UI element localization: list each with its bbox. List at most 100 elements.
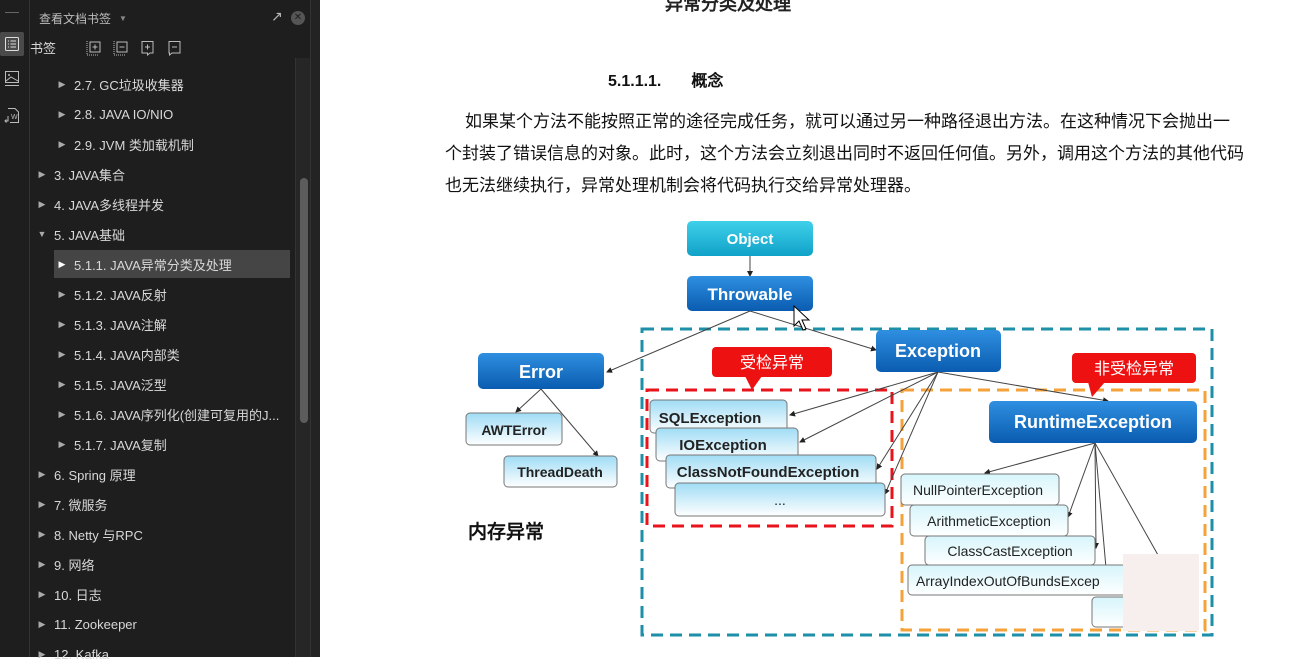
awterror-node: AWTError xyxy=(465,412,563,446)
image-icon[interactable] xyxy=(0,67,24,91)
bookmark-item-row[interactable]: ▶ 4. JAVA多线程并发 xyxy=(34,190,170,218)
bookmark-item-row[interactable]: ▶2.7. GC垃圾收集器 xyxy=(54,70,190,98)
bookmark-item-row[interactable]: ▶ 9. 网络 xyxy=(34,550,100,578)
collapsed-triangle-icon[interactable]: ▶ xyxy=(38,618,46,629)
bookmark-item[interactable]: ▶ 2.8. JAVA IO/NIO xyxy=(30,99,290,129)
bookmark-item[interactable]: ▶ 11. Zookeeper xyxy=(30,609,290,639)
collapsed-triangle-icon[interactable]: ▶ xyxy=(58,108,66,119)
collapsed-triangle-icon[interactable]: ▶ xyxy=(38,168,46,179)
bookmark-item-row[interactable]: ▶5.1.4. JAVA内部类 xyxy=(54,340,186,368)
bookmark-panel: 查看文档书签 ▼ ↗ ✕ 书签 ▶2.7. GC垃圾收集器▶2.8. JAVA … xyxy=(30,0,311,662)
undock-arrow-icon[interactable]: ↗ xyxy=(271,8,283,24)
bookmark-item-row[interactable]: ▶2.9. JVM 类加载机制 xyxy=(54,130,200,158)
threaddeath-node: ThreadDeath xyxy=(503,455,618,488)
bookmark-item-label: 2.8. JAVA IO/NIO xyxy=(74,106,174,122)
collapsed-triangle-icon[interactable]: ▶ xyxy=(38,588,46,599)
bookmark-item-row[interactable]: ▶5.1.3. JAVA注解 xyxy=(54,310,173,338)
collapsed-triangle-icon[interactable]: ▶ xyxy=(38,528,46,539)
bookmark-item[interactable]: ▶ 6. Spring 原理 xyxy=(30,459,290,489)
collapsed-triangle-icon[interactable]: ▶ xyxy=(58,288,66,299)
connector xyxy=(1094,442,1107,569)
connector xyxy=(1094,442,1159,556)
bookmark-item[interactable]: ▶ 5.1.1. JAVA异常分类及处理 xyxy=(30,249,290,279)
bookmark-item[interactable]: ▶5.1.4. JAVA内部类 xyxy=(30,339,290,369)
bookmark-item-row[interactable]: ▶5.1.7. JAVA复制 xyxy=(54,430,173,458)
bookmark-item-label: 11. Zookeeper xyxy=(54,616,137,632)
memory-exception-label: 内存异常 xyxy=(468,520,544,543)
bookmark-item-label: 5.1.6. JAVA序列化(创建可复用的J... xyxy=(74,407,280,423)
collapsed-triangle-icon[interactable]: ▶ xyxy=(58,138,66,149)
panel-splitter[interactable] xyxy=(310,0,321,657)
bookmark-item[interactable]: ▼5. JAVA基础 xyxy=(30,219,290,249)
bookmark-item-row[interactable]: ▶5.1.5. JAVA泛型 xyxy=(54,370,173,398)
bookmark-item[interactable]: ▶10. 日志 xyxy=(30,579,290,609)
body-paragraph: 如果某个方法不能按照正常的途径完成任务，就可以通过另一种路径退出方法。在这种情况… xyxy=(445,106,1245,202)
bookmark-item[interactable]: ▶2.7. GC垃圾收集器 xyxy=(30,69,290,99)
expanded-triangle-icon[interactable]: ▼ xyxy=(37,229,47,239)
collapsed-triangle-icon[interactable]: ▶ xyxy=(58,78,66,89)
bookmark-item[interactable]: ▶7. 微服务 xyxy=(30,489,290,519)
throwable-label: Throwable xyxy=(707,285,792,304)
collapsed-triangle-icon[interactable]: ▶ xyxy=(38,498,46,509)
collapsed-triangle-icon[interactable]: ▶ xyxy=(58,438,66,449)
bookmark-scrollbar[interactable] xyxy=(295,58,311,657)
bookmark-item-row[interactable]: ▶12. Kafka xyxy=(34,640,115,668)
bookmark-item-row[interactable]: ▶7. 微服务 xyxy=(34,490,113,518)
bookmark-item-label: 4. JAVA多线程并发 xyxy=(54,197,165,213)
icon-rail: W xyxy=(0,0,30,657)
arithmeticexception-label: ArithmeticException xyxy=(927,513,1051,529)
error-label: Error xyxy=(519,362,563,382)
bookmark-item[interactable]: ▶3. JAVA集合 xyxy=(30,159,290,189)
collapsed-triangle-icon[interactable]: ▶ xyxy=(58,348,66,359)
collapsed-triangle-icon[interactable]: ▶ xyxy=(38,648,46,659)
collapsed-triangle-icon[interactable]: ▶ xyxy=(38,468,46,479)
bookmark-item-row[interactable]: ▶ 5.1.1. JAVA异常分类及处理 xyxy=(54,250,290,278)
export-word-icon[interactable]: W xyxy=(0,104,24,128)
remove-bookmark-icon[interactable] xyxy=(166,40,184,56)
classcastexception-node: ClassCastException xyxy=(924,535,1096,566)
bookmark-item-row[interactable]: ▶ 5.1.6. JAVA序列化(创建可复用的J... xyxy=(54,400,285,428)
object-label: Object xyxy=(727,231,774,248)
collapsed-triangle-icon[interactable]: ▶ xyxy=(58,258,66,269)
collapsed-triangle-icon[interactable]: ▶ xyxy=(38,558,46,569)
collapsed-triangle-icon[interactable]: ▶ xyxy=(38,198,46,209)
more-checked-node: ... xyxy=(674,482,886,517)
bookmark-item[interactable]: ▶2.9. JVM 类加载机制 xyxy=(30,129,290,159)
bookmark-item-label: 5.1.1. JAVA异常分类及处理 xyxy=(74,257,232,273)
bookmark-item[interactable]: ▶ 5.1.6. JAVA序列化(创建可复用的J... xyxy=(30,399,290,429)
collapsed-triangle-icon[interactable]: ▶ xyxy=(58,408,66,419)
bookmark-item-label: 6. Spring 原理 xyxy=(54,467,136,483)
close-panel-button[interactable]: ✕ xyxy=(291,11,305,25)
bookmark-item-row[interactable]: ▶ 11. Zookeeper xyxy=(34,610,143,638)
bookmark-item-row[interactable]: ▼5. JAVA基础 xyxy=(34,220,131,248)
bookmark-item[interactable]: ▶5.1.5. JAVA泛型 xyxy=(30,369,290,399)
connector xyxy=(937,371,1109,404)
bookmark-list-icon[interactable] xyxy=(0,32,24,56)
panel-title-dropdown[interactable]: 查看文档书签 ▼ xyxy=(39,10,127,27)
bookmark-item[interactable]: ▶5.1.3. JAVA注解 xyxy=(30,309,290,339)
svg-text:W: W xyxy=(11,114,18,121)
bookmark-item[interactable]: ▶5.1.7. JAVA复制 xyxy=(30,429,290,459)
collapsed-triangle-icon[interactable]: ▶ xyxy=(58,378,66,389)
bookmark-item[interactable]: ▶ 9. 网络 xyxy=(30,549,290,579)
bookmark-item-row[interactable]: ▶ 6. Spring 原理 xyxy=(34,460,142,488)
bookmark-item-row[interactable]: ▶ 2.8. JAVA IO/NIO xyxy=(54,100,179,128)
bookmark-item-row[interactable]: ▶8. Netty 与RPC xyxy=(34,520,149,548)
collapsed-triangle-icon[interactable]: ▶ xyxy=(58,318,66,329)
bookmark-item-row[interactable]: ▶10. 日志 xyxy=(34,580,108,608)
bookmark-item-row[interactable]: ▶5.1.2. JAVA反射 xyxy=(54,280,173,308)
exception-hierarchy-diagram: Object Throwable Error Exception Runtime… xyxy=(465,221,1214,637)
collapse-all-icon[interactable] xyxy=(112,40,130,56)
bookmark-item[interactable]: ▶12. Kafka xyxy=(30,639,290,669)
scrollbar-thumb[interactable] xyxy=(300,178,308,423)
bookmark-item[interactable]: ▶5.1.2. JAVA反射 xyxy=(30,279,290,309)
bookmark-item-row[interactable]: ▶3. JAVA集合 xyxy=(34,160,131,188)
bookmark-item[interactable]: ▶8. Netty 与RPC xyxy=(30,519,290,549)
expand-all-icon[interactable] xyxy=(85,40,103,56)
connector xyxy=(799,371,939,443)
connector xyxy=(749,310,877,352)
add-bookmark-icon[interactable] xyxy=(139,40,157,56)
bookmark-item-label: 9. 网络 xyxy=(54,557,95,573)
bookmark-item[interactable]: ▶ 4. JAVA多线程并发 xyxy=(30,189,290,219)
classcastexception-label: ClassCastException xyxy=(947,543,1072,559)
